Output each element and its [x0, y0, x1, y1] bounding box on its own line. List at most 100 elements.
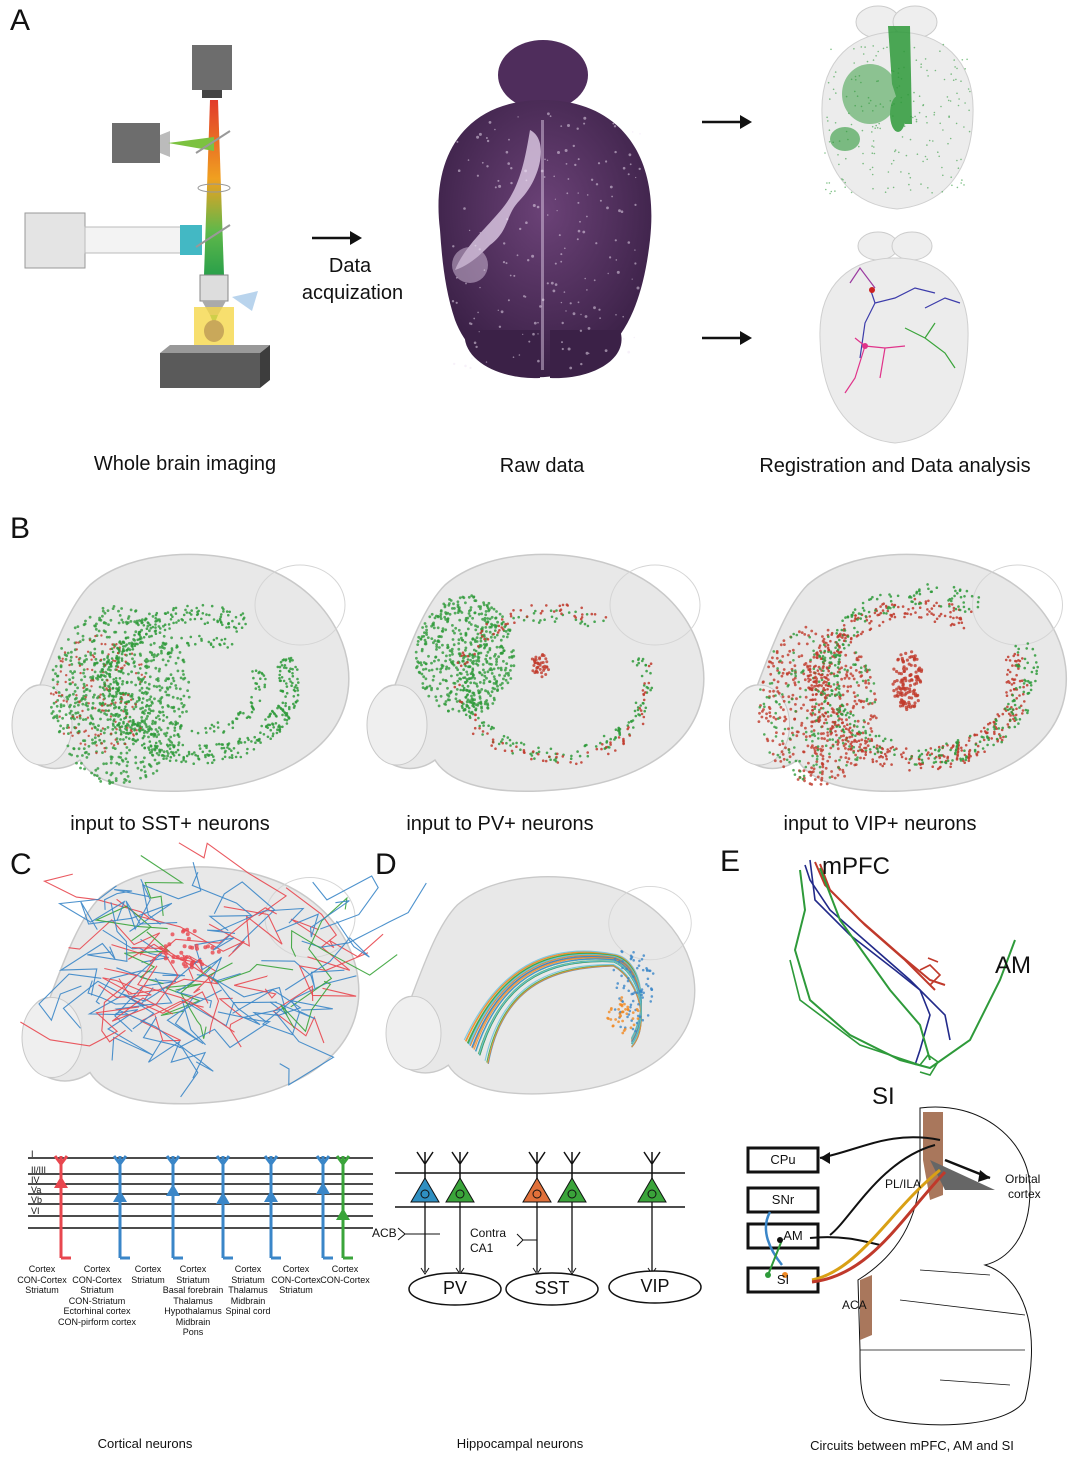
- cortical-neuron-tracings-brain: [20, 842, 427, 1105]
- hippocampal-cell-1: [410, 1151, 440, 1275]
- region-cortex: cortex: [1008, 1187, 1041, 1201]
- caption-input-pv: input to PV+ neurons: [406, 813, 594, 835]
- target-label: Striatum: [231, 1274, 265, 1285]
- target-label: Hypothalamus: [164, 1306, 222, 1316]
- hippocampal-cell-4: [557, 1151, 587, 1275]
- layer-label-5: Vb: [31, 1195, 43, 1205]
- target-label: Striatum: [25, 1285, 59, 1295]
- arrow-right-icon: [702, 115, 752, 129]
- panel-d-letter: D: [375, 848, 397, 881]
- target-label: CON-Cortex: [17, 1274, 67, 1285]
- cell-type-vip: VIP: [640, 1276, 670, 1296]
- caption-whole-brain-imaging: Whole brain imaging: [93, 453, 277, 475]
- cortical-neuron-6: [315, 1155, 333, 1260]
- cell-type-pv: PV: [442, 1278, 467, 1298]
- cortical-neuron-7: [335, 1155, 353, 1260]
- layer-label-6: VI: [31, 1206, 40, 1216]
- box-si: SI: [776, 1272, 790, 1287]
- target-label: Cortex: [28, 1264, 56, 1274]
- region-orbital: Orbital: [1005, 1172, 1041, 1186]
- caption-cortical-neurons: Cortical neurons: [97, 1436, 193, 1451]
- target-label: CON-Cortex: [72, 1274, 122, 1285]
- input-label-contra: Contra: [470, 1226, 507, 1240]
- region-pl-ila: PL/ILA: [885, 1177, 922, 1191]
- mpfc-am-si-tracings: [789, 859, 1016, 1076]
- target-label: Pons: [182, 1327, 204, 1337]
- hippocampal-cell-3: [522, 1151, 552, 1275]
- target-label: Cortex: [234, 1264, 262, 1274]
- cortical-neuron-5: [263, 1155, 281, 1260]
- caption-raw-data: Raw data: [499, 455, 585, 477]
- box-am: AM: [783, 1228, 803, 1243]
- label-mpfc: mPFC: [822, 853, 890, 880]
- label-si: SI: [872, 1083, 895, 1110]
- hippocampal-neuron-tracings-brain: [385, 876, 696, 1095]
- mpfc-circuit-schematic: [746, 1106, 1033, 1426]
- cortical-layers-schematic: [28, 1155, 373, 1260]
- arrow-label-acquization: acquization: [301, 282, 404, 304]
- panel-e-letter: E: [720, 845, 741, 878]
- box-snr: SNr: [771, 1192, 795, 1207]
- arrow-right-icon: [312, 231, 362, 245]
- registered-brain-tracing-image: [819, 231, 969, 444]
- cortical-neuron-4: [215, 1155, 233, 1260]
- caption-hippocampal-neurons: Hippocampal neurons: [456, 1436, 584, 1451]
- target-label: Midbrain: [175, 1316, 211, 1327]
- hippocampal-circuit-schematic: [395, 1151, 702, 1306]
- target-label: CON-Striatum: [68, 1295, 126, 1306]
- region-aca: ACA: [842, 1298, 867, 1312]
- target-label: CON-Cortex: [271, 1274, 321, 1285]
- cortical-neuron-1: [53, 1155, 71, 1260]
- target-label: Cortex: [83, 1264, 111, 1274]
- target-label: Thalamus: [228, 1285, 268, 1295]
- hippocampal-cell-5: [637, 1151, 667, 1275]
- panel-b-letter: B: [10, 512, 31, 545]
- target-label: Cortex: [331, 1264, 359, 1274]
- hippocampal-cell-2: [445, 1151, 475, 1275]
- layer-label-2: II/III: [31, 1165, 47, 1175]
- caption-registration: Registration and Data analysis: [759, 455, 1031, 477]
- layer-label-4: Va: [31, 1185, 42, 1195]
- target-label: CON-Cortex: [320, 1274, 370, 1285]
- target-label: Striatum: [80, 1285, 114, 1295]
- target-label: Cortex: [179, 1264, 207, 1274]
- label-am: AM: [995, 952, 1031, 979]
- input-label-acb: ACB: [372, 1226, 397, 1240]
- cortical-neuron-2: [112, 1155, 130, 1260]
- target-label: Cortex: [282, 1264, 310, 1274]
- target-label: Midbrain: [230, 1295, 266, 1306]
- panel-c-letter: C: [10, 848, 32, 881]
- input-label-ca1: CA1: [470, 1241, 494, 1255]
- target-label: Striatum: [279, 1285, 313, 1295]
- panel-a-letter: A: [10, 4, 31, 37]
- brain-input-pv: [366, 553, 705, 792]
- brain-input-vip: [729, 553, 1067, 792]
- target-label: Thalamus: [173, 1295, 213, 1306]
- target-label: Striatum: [176, 1274, 210, 1285]
- registered-brain-green-image: [821, 5, 974, 210]
- target-label: Spinal cord: [225, 1306, 271, 1316]
- caption-input-sst: input to SST+ neurons: [70, 813, 270, 835]
- box-cpu: CPu: [770, 1152, 796, 1167]
- brain-input-sst: [11, 553, 350, 792]
- target-label: CON-pirform cortex: [57, 1316, 136, 1327]
- arrow-label-data: Data: [328, 255, 372, 277]
- layer-label-3: IV: [31, 1175, 40, 1185]
- caption-input-vip: input to VIP+ neurons: [783, 813, 977, 835]
- layer-label-1: I: [31, 1149, 34, 1159]
- microscope-setup-illustration: [24, 45, 270, 388]
- cortical-neuron-3: [165, 1155, 183, 1260]
- target-label: Striatum: [131, 1274, 165, 1285]
- target-label: Cortex: [134, 1264, 162, 1274]
- target-label: Basal forebrain: [162, 1285, 224, 1295]
- target-label: Ectorhinal cortex: [63, 1306, 131, 1316]
- caption-circuits-mpfc-am-si: Circuits between mPFC, AM and SI: [810, 1438, 1014, 1453]
- arrow-right-icon: [702, 331, 752, 345]
- cell-type-sst: SST: [534, 1278, 570, 1298]
